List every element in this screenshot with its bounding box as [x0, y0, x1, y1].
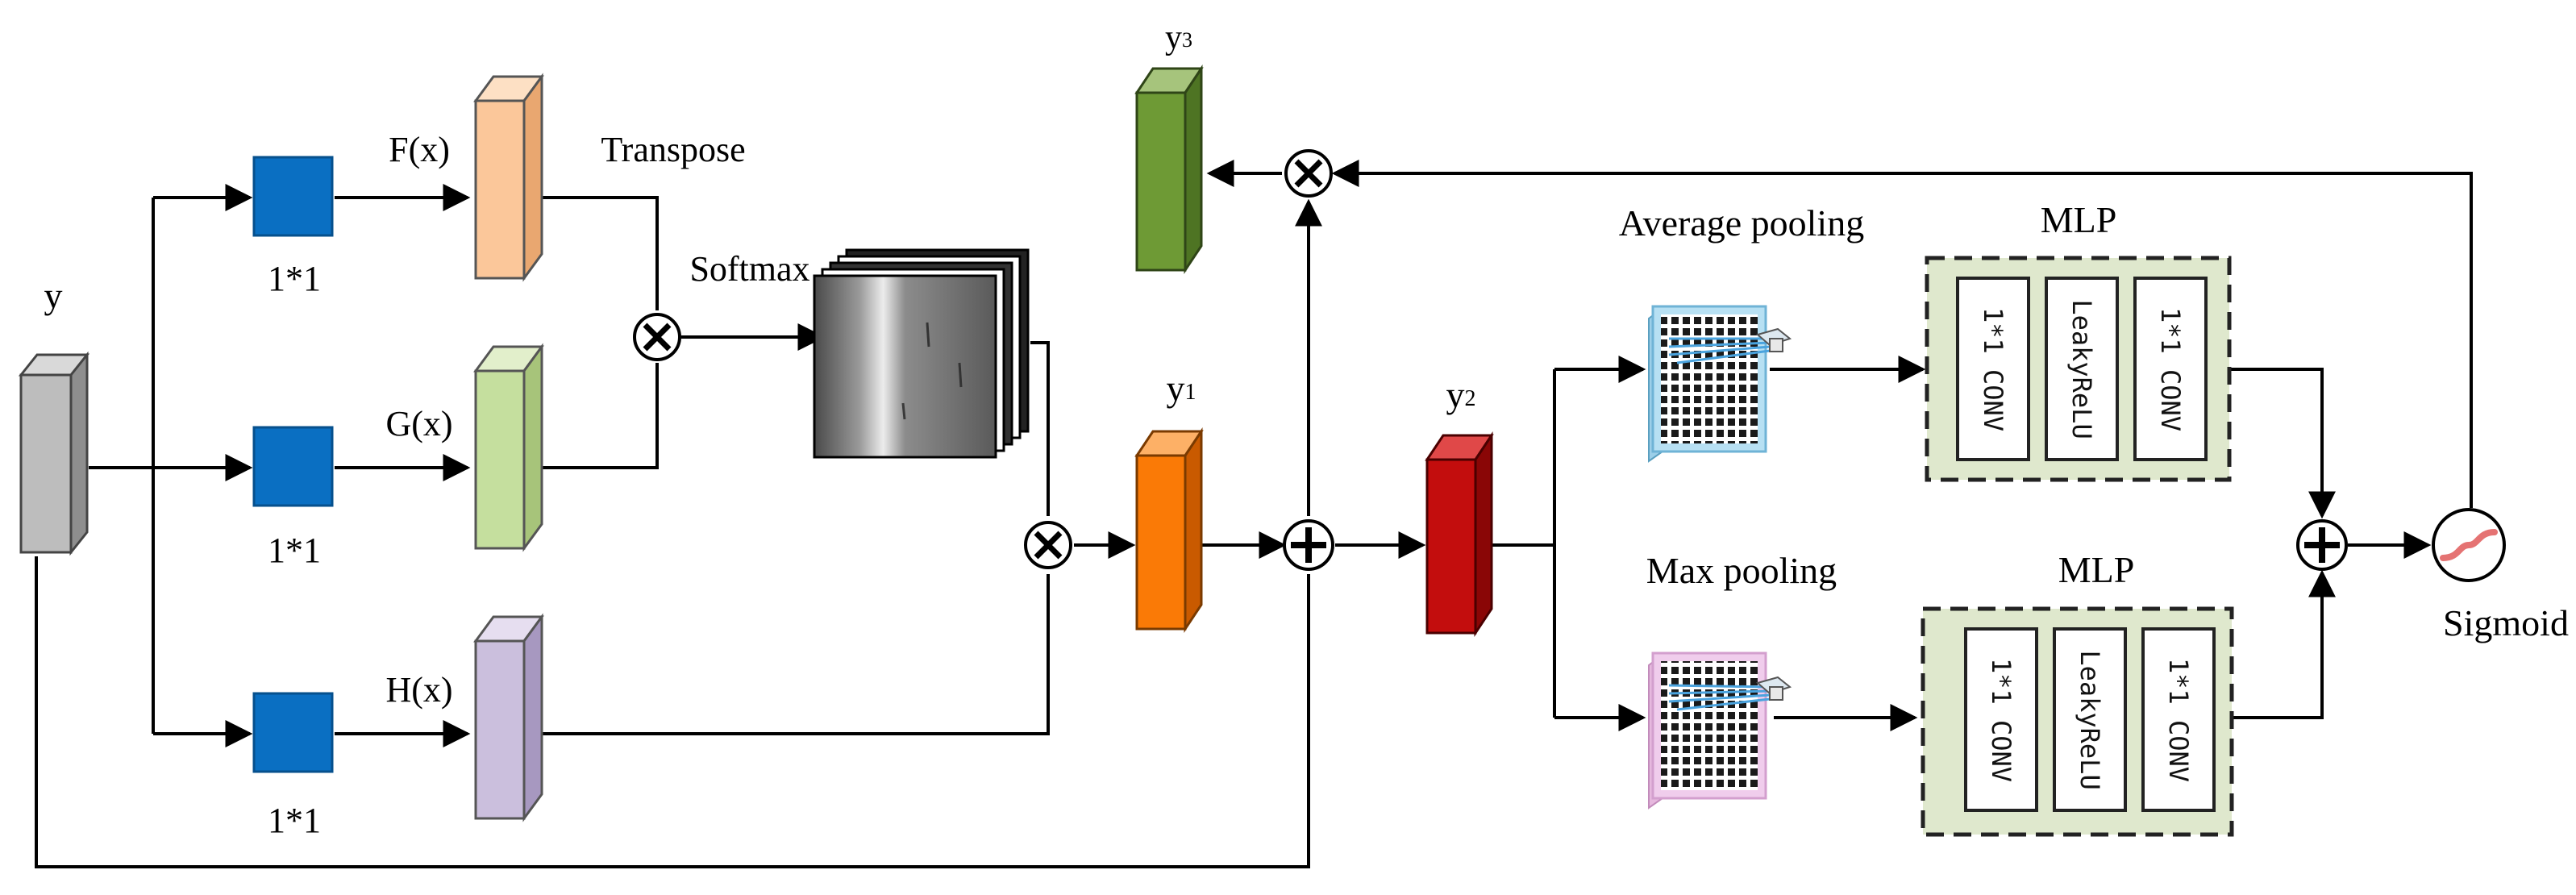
sigmoid-label: Sigmoid [2443, 602, 2569, 643]
feature-g-block [473, 343, 544, 552]
avg-pool-label: Average pooling [1619, 202, 1864, 244]
line-f-mult [539, 196, 659, 310]
max-pooling-grid [1648, 651, 1792, 810]
y2-label: y2 [1446, 374, 1476, 415]
conv-block-bot [252, 692, 334, 773]
average-pooling-grid [1648, 305, 1792, 463]
sigmoid-node [2432, 508, 2506, 582]
mlp-bottom-label: MLP [2058, 549, 2135, 590]
add-node-2 [2296, 519, 2348, 571]
line-g-mult [539, 363, 659, 469]
mlp-box-bottom: 1*1 CONV LeakyReLU 1*1 CONV [1921, 606, 2234, 837]
transpose-label: Transpose [601, 130, 745, 169]
y3-block [1134, 65, 1204, 274]
max-pool-label: Max pooling [1646, 550, 1837, 591]
line-h-mult2 [539, 574, 1050, 735]
line-mlp-top-add2 [2229, 368, 2336, 519]
mlp-top-conv-b: 1*1 CONV [2155, 307, 2186, 431]
mlp-top-conv-a: 1*1 CONV [1978, 307, 2008, 431]
mlp-bot-conv-b: 1*1 CONV [2163, 658, 2194, 782]
line-skip-bottom [35, 556, 1310, 868]
line-softmax-mult2 [1030, 341, 1050, 516]
conv-label-mid: 1*1 [268, 531, 321, 570]
conv-label-top: 1*1 [268, 259, 321, 298]
attention-map-stack [813, 248, 1030, 459]
input-feature-y [18, 351, 90, 556]
y2-block [1425, 431, 1494, 637]
y3-label: y3 [1165, 19, 1192, 56]
f-label: F(x) [389, 130, 450, 169]
h-label: H(x) [385, 670, 452, 710]
conv-label-bot: 1*1 [268, 801, 321, 840]
feature-f-block [473, 73, 544, 282]
mlp-bot-conv-a: 1*1 CONV [1986, 658, 2016, 782]
mlp-top-act: LeakyReLU [2066, 299, 2097, 439]
add-node-1 [1283, 519, 1334, 571]
conv-block-mid [252, 426, 334, 507]
y1-block [1134, 427, 1204, 633]
input-label: y [44, 275, 63, 316]
g-label: G(x) [385, 404, 452, 443]
mlp-box-top: 1*1 CONV LeakyReLU 1*1 CONV [1925, 256, 2232, 482]
multiply-node-1 [633, 313, 681, 361]
line-mlp-bot-add2 [2232, 569, 2336, 719]
multiply-node-2 [1024, 521, 1072, 569]
mlp-top-label: MLP [2041, 199, 2117, 240]
softmax-label: Softmax [689, 249, 809, 289]
y1-label: y1 [1167, 368, 1196, 409]
mlp-bot-act: LeakyReLU [2075, 650, 2105, 789]
connections [35, 160, 2473, 868]
line-sigmoid-feedback [1331, 160, 2473, 508]
feature-h-block [473, 613, 544, 822]
multiply-node-3 [1284, 149, 1333, 198]
conv-block-top [252, 156, 334, 237]
